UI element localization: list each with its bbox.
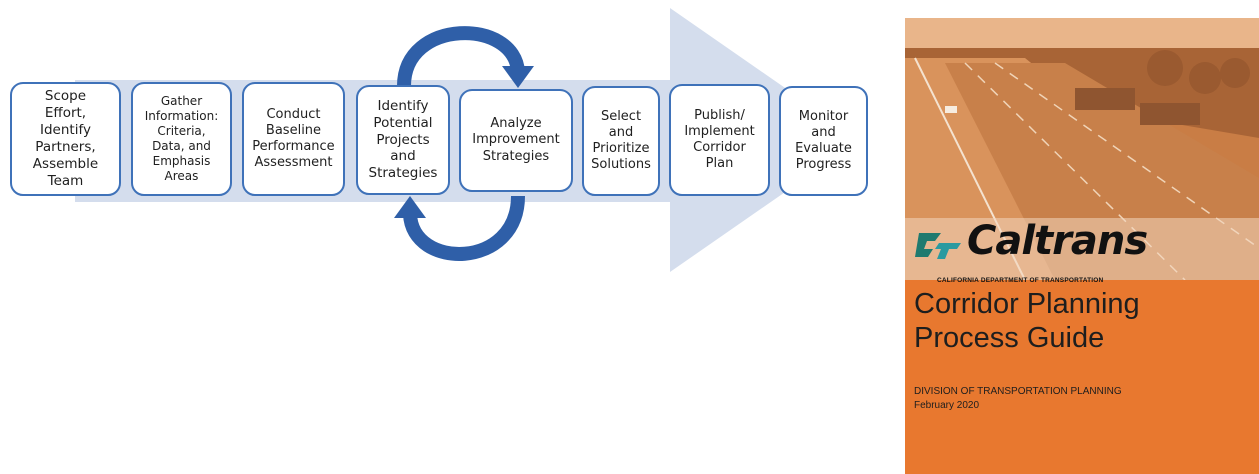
- step-analyze-strategies: Analyze Improvement Strategies: [459, 89, 573, 192]
- step-scope-effort: Scope Effort, Identify Partners, Assembl…: [10, 82, 121, 196]
- cycle-arrow-top-head: [502, 66, 534, 88]
- step-gather-information: Gather Information: Criteria, Data, and …: [131, 82, 232, 196]
- cycle-arrow-bottom: [403, 195, 525, 261]
- cycle-arrow-top: [397, 26, 525, 87]
- step-select-prioritize: Select and Prioritize Solutions: [582, 86, 660, 196]
- cycle-arrow-bottom-head: [394, 196, 426, 218]
- caltrans-emblem-icon: [915, 233, 961, 259]
- cover-highway-photo: [905, 18, 1259, 280]
- step-identify-projects: Identify Potential Projects and Strategi…: [356, 85, 450, 195]
- report-cover: Caltrans CALIFORNIA DEPARTMENT OF TRANSP…: [905, 18, 1259, 474]
- cover-division: DIVISION OF TRANSPORTATION PLANNING: [914, 386, 1122, 397]
- caltrans-logo: Caltrans: [915, 218, 1148, 264]
- cover-title: Corridor Planning Process Guide: [914, 288, 1140, 354]
- step-conduct-baseline: Conduct Baseline Performance Assessment: [242, 82, 345, 196]
- caltrans-logo-text: Caltrans: [967, 218, 1148, 264]
- cover-date: February 2020: [914, 400, 980, 411]
- caltrans-logo-subtitle: CALIFORNIA DEPARTMENT OF TRANSPORTATION: [937, 277, 1104, 284]
- step-monitor-evaluate: Monitor and Evaluate Progress: [779, 86, 868, 196]
- step-publish-implement: Publish/ Implement Corridor Plan: [669, 84, 770, 196]
